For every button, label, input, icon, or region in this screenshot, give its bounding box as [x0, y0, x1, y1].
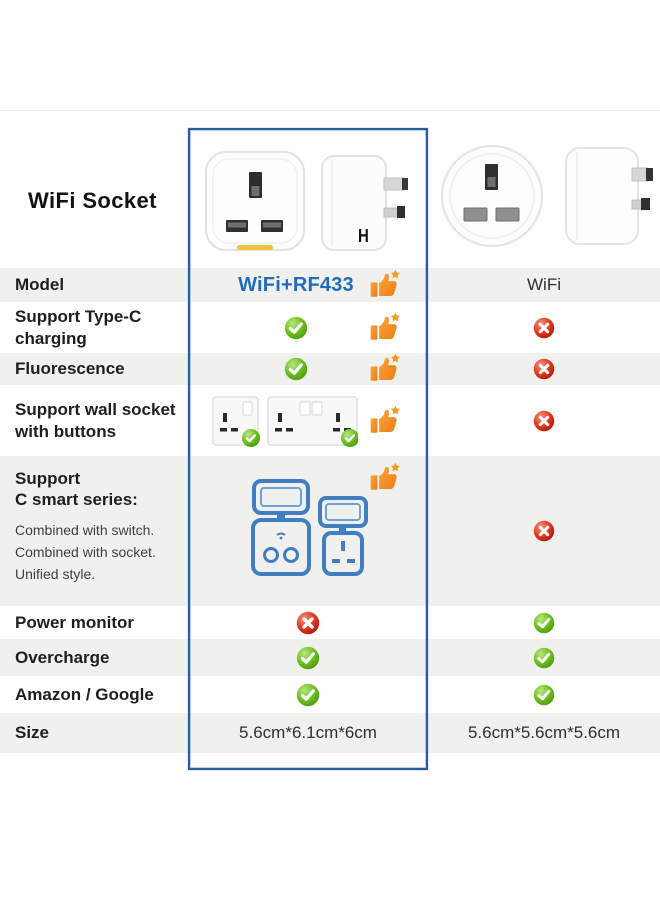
height-dimension-marker: H [358, 225, 369, 248]
row-label: Model [15, 275, 65, 295]
comparison-table: H Model [0, 128, 660, 753]
check-circle-icon [284, 357, 308, 381]
row-label: Support [15, 469, 81, 488]
table-row-amazon-google: Amazon / Google [0, 676, 660, 713]
table-row-size: Size 5.6cm*6.1cm*6cm 5.6cm*5.6cm*5.6cm [0, 713, 660, 753]
check-circle-icon [533, 684, 555, 705]
row-label: Power monitor [15, 612, 135, 632]
cross-circle-icon [533, 358, 555, 380]
c-smart-series-diagram [251, 479, 368, 576]
product-images-row: H [0, 128, 660, 268]
row-label: Amazon / Google [15, 684, 154, 704]
row-label: Size [15, 723, 50, 743]
table-row-c-smart-series: Support C smart series: Combined with sw… [0, 456, 660, 606]
cross-circle-icon [296, 611, 320, 634]
row-label: Support Type-C charging [15, 307, 142, 348]
wall-socket-images [212, 396, 358, 447]
size-value: 5.6cm*6.1cm*6cm [239, 723, 377, 742]
model-name-highlight: WiFi+RF433 [238, 273, 354, 296]
row-note: Combined with switch. [15, 521, 155, 538]
check-circle-icon [296, 683, 320, 706]
thumbs-up-star-icon [368, 405, 402, 437]
row-label: Fluorescence [15, 359, 125, 379]
wifi-rf433-product-image [205, 151, 408, 251]
cross-circle-icon [533, 520, 555, 542]
table-row-model: Model WiFi+RF433 WiFi [0, 268, 660, 302]
table-row-type-c: Support Type-C charging [0, 302, 660, 353]
size-value: 5.6cm*5.6cm*5.6cm [467, 723, 621, 742]
top-divider-line [0, 110, 660, 111]
table-row-power-monitor: Power monitor [0, 606, 660, 639]
row-note: Combined with socket. [15, 543, 156, 560]
cross-circle-icon [533, 410, 555, 431]
thumbs-up-star-icon [368, 312, 402, 344]
model-name: WiFi [527, 275, 561, 294]
check-circle-icon [533, 647, 555, 668]
row-label: Overcharge [15, 647, 110, 667]
row-note: Unified style. [15, 566, 96, 583]
thumbs-up-star-icon [368, 269, 402, 301]
page-title: WiFi Socket [28, 188, 157, 213]
check-circle-icon [533, 612, 555, 633]
row-label: C smart series: [15, 490, 138, 510]
table-row-wall-socket: Support wall socket with buttons [0, 385, 660, 456]
row-label: Support wall socket with buttons [15, 400, 176, 441]
check-circle-icon [296, 646, 320, 669]
wifi-product-image [441, 145, 653, 247]
cross-circle-icon [533, 317, 555, 338]
thumbs-up-star-icon [368, 353, 402, 385]
table-row-overcharge: Overcharge [0, 639, 660, 676]
table-row-fluorescence: Fluorescence [0, 353, 660, 385]
check-circle-icon [284, 316, 308, 339]
thumbs-up-star-icon [368, 462, 402, 494]
